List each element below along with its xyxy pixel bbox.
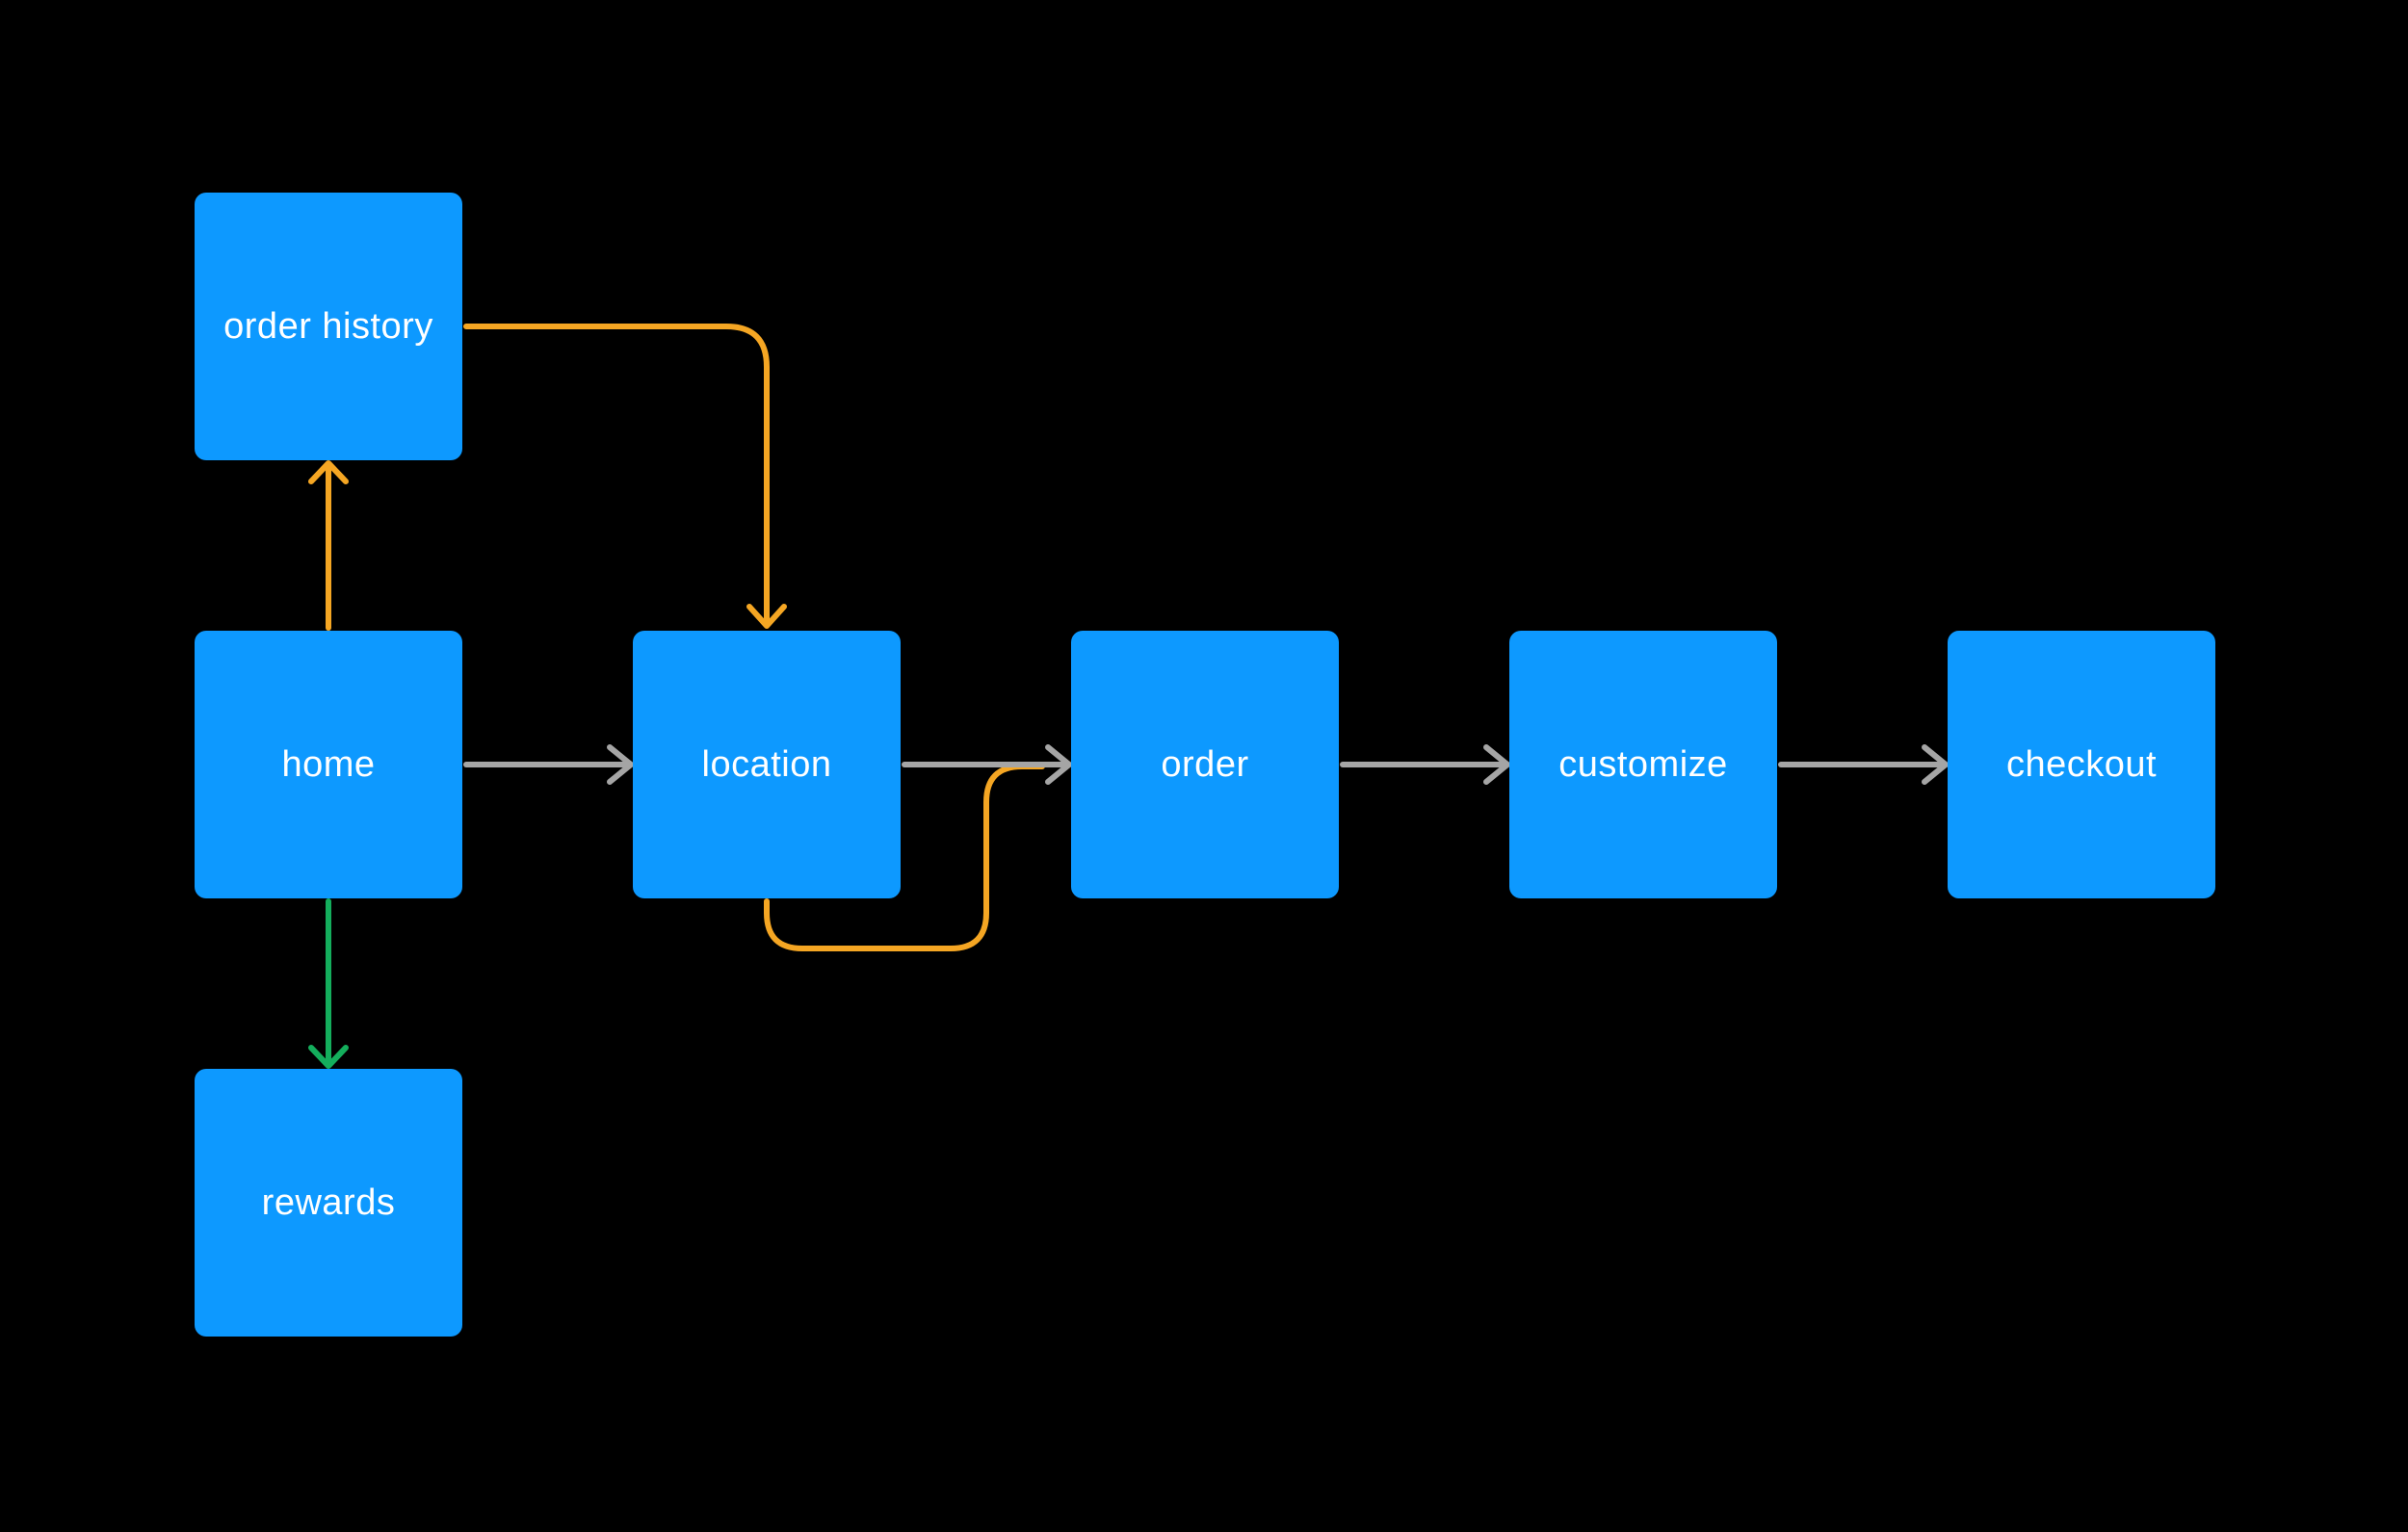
connector-order-to-customize	[1340, 744, 1510, 785]
connector-line	[463, 324, 770, 625]
connector-location-to-order-loop	[764, 764, 1045, 951]
connector-home-to-rewards	[308, 898, 349, 1069]
node-checkout: checkout	[1948, 631, 2215, 898]
connector-home-to-order-history	[308, 460, 349, 631]
node-order-history: order history	[195, 193, 462, 460]
arrowhead-icon	[607, 744, 634, 785]
node-label: home	[281, 743, 376, 785]
node-customize: customize	[1509, 631, 1777, 898]
arrowhead-icon	[308, 1045, 349, 1069]
node-home: home	[195, 631, 462, 898]
arrowhead-icon	[1483, 744, 1510, 785]
connector-location-to-order	[902, 744, 1072, 785]
node-label: location	[701, 743, 832, 785]
arrowhead-icon	[1045, 744, 1072, 785]
node-location: location	[633, 631, 901, 898]
node-label: order	[1161, 743, 1249, 785]
node-order: order	[1071, 631, 1339, 898]
node-label: rewards	[261, 1181, 396, 1223]
connector-line	[764, 764, 1045, 951]
node-label: customize	[1558, 743, 1728, 785]
arrowhead-icon	[308, 460, 349, 484]
arrowhead-icon	[1922, 744, 1949, 785]
node-rewards: rewards	[195, 1069, 462, 1337]
connector-home-to-location	[463, 744, 634, 785]
connector-order-history-to-location	[463, 324, 787, 629]
node-label: order history	[223, 305, 433, 347]
connector-customize-to-checkout	[1778, 744, 1949, 785]
arrowhead-icon	[746, 604, 787, 629]
node-label: checkout	[2005, 743, 2158, 785]
